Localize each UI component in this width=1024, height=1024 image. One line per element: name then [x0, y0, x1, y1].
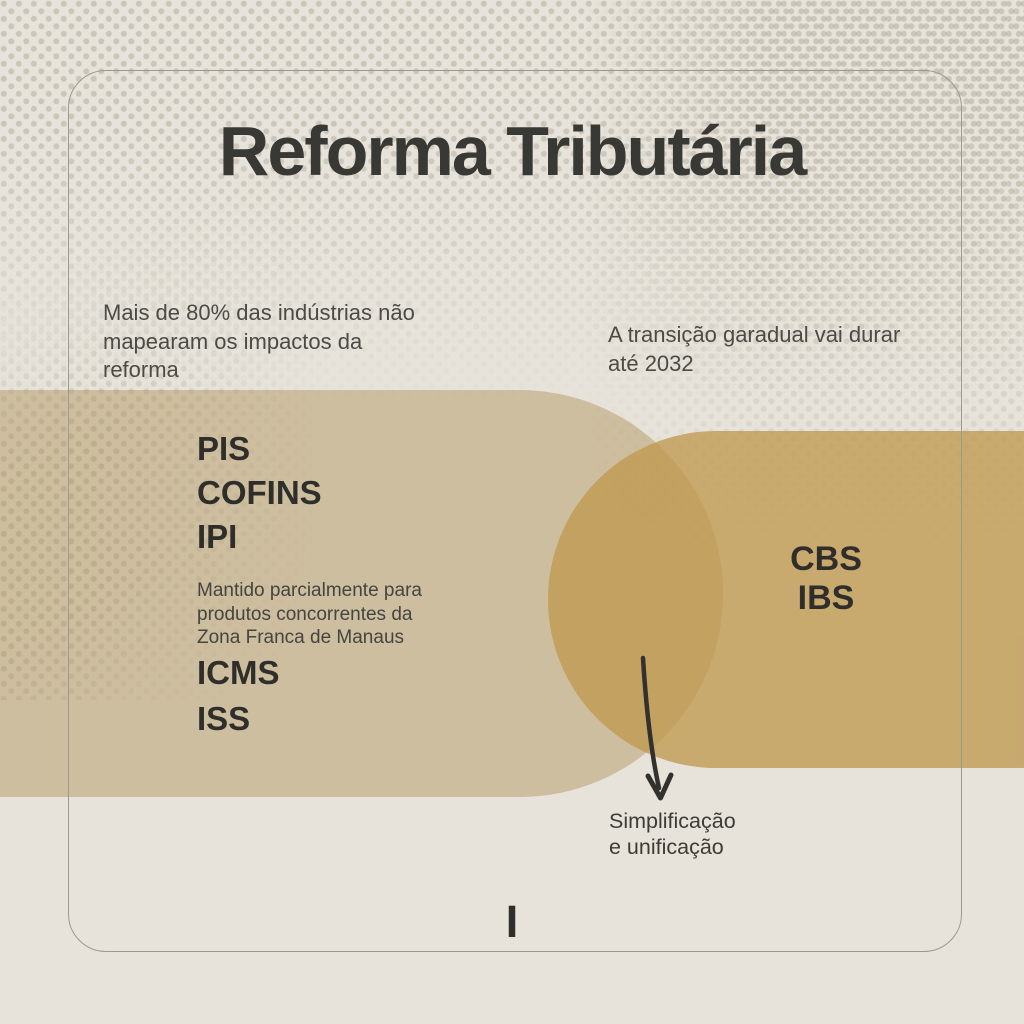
- zona-franca-note: Mantido parcialmente para produtos conco…: [197, 580, 422, 648]
- page-title: Reforma Tributária: [218, 112, 807, 190]
- footer-mark: I: [505, 896, 519, 947]
- old-taxes-federal-list: PIS COFINS IPI: [197, 430, 322, 555]
- fact-industries: Mais de 80% das indústrias não mapearam …: [103, 300, 415, 382]
- old-taxes-state-list: ICMS ISS: [197, 654, 280, 737]
- fact-transition: A transição garadual vai durar até 2032: [608, 322, 901, 376]
- new-taxes-list: CBS IBS: [790, 540, 862, 617]
- new-taxes-band: [548, 431, 1024, 768]
- arrow-label: Simplificação e unificação: [609, 809, 736, 859]
- frame-border: [68, 70, 962, 952]
